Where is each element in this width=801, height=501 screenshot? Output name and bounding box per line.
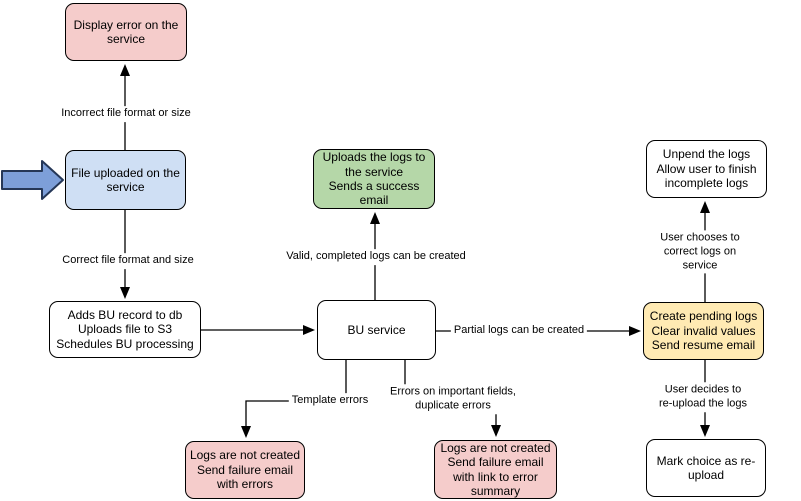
node-logs-failure-summary: Logs are not created Send failure email …	[434, 440, 557, 499]
node-display-error: Display error on the service	[65, 3, 187, 61]
node-mark-choice-reupload: Mark choice as re- upload	[646, 439, 766, 497]
edge-label-user-chooses: User chooses to correct logs on service	[649, 230, 751, 274]
edge-label-incorrect-format: Incorrect file format or size	[58, 106, 194, 122]
edge-label-user-decides: User decides to re-upload the logs	[654, 382, 752, 412]
edge-label-template-errors: Template errors	[288, 393, 372, 409]
node-bu-service: BU service	[317, 300, 436, 360]
edge-label-valid-logs: Valid, completed logs can be created	[283, 249, 469, 265]
entry-arrow-icon	[1, 160, 64, 200]
node-unpend-logs: Unpend the logs Allow user to finish inc…	[646, 140, 767, 198]
edge-label-field-errors: Errors on important fields, duplicate er…	[387, 384, 519, 414]
node-logs-failure-errors: Logs are not created Send failure email …	[185, 441, 305, 499]
node-file-uploaded: File uploaded on the service	[65, 150, 186, 210]
node-adds-bu-record: Adds BU record to db Uploads file to S3 …	[49, 301, 201, 358]
edge-label-partial-logs: Partial logs can be created	[450, 323, 588, 339]
node-uploads-logs-success: Uploads the logs to the service Sends a …	[313, 149, 435, 209]
edge-label-correct-format: Correct file format and size	[59, 253, 197, 269]
node-create-pending-logs: Create pending logs Clear invalid values…	[643, 302, 764, 360]
